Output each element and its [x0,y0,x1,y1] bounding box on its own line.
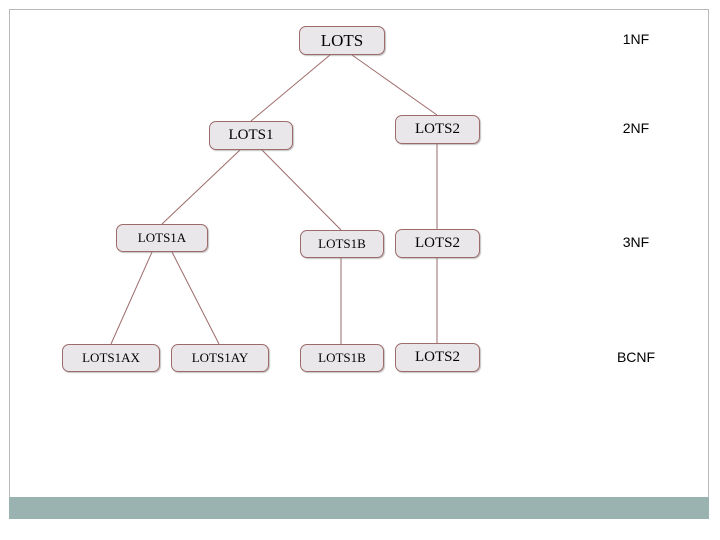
diagram-node-label: LOTS1AY [191,350,249,365]
diagram-node-label: LOTS1B [318,236,366,251]
diagram-node-label: LOTS2 [415,235,460,251]
normal-form-label-nf2: 2NF [622,120,650,136]
diagram-node-label: LOTS [320,30,364,50]
diagram-node-lots2b[interactable]: LOTS2 [395,229,480,258]
diagram-node-lots1b1[interactable]: LOTS1B [300,230,384,258]
normal-form-label-bcnf: BCNF [616,349,656,365]
diagram-node-lots1[interactable]: LOTS1 [209,121,293,150]
diagram-node-lots2a[interactable]: LOTS2 [395,115,480,144]
normal-form-label-nf1: 1NF [622,31,650,47]
diagram-node-lots1a[interactable]: LOTS1A [116,224,208,252]
diagram-node-label: LOTS2 [415,349,460,365]
diagram-node-label: LOTS1AX [82,350,140,365]
normal-form-label-nf3: 3NF [622,234,650,250]
diagram-node-lots1ay[interactable]: LOTS1AY [171,344,269,372]
slide-frame [9,9,709,517]
diagram-node-label: LOTS1A [137,230,187,245]
diagram-node-lots1ax[interactable]: LOTS1AX [62,344,160,372]
diagram-node-label: LOTS1 [228,127,274,143]
bottom-accent-bar [9,497,709,519]
diagram-node-lots2c[interactable]: LOTS2 [395,343,480,372]
diagram-node-label: LOTS2 [415,121,460,137]
diagram-node-lots1b2[interactable]: LOTS1B [300,344,384,372]
diagram-node-label: LOTS1B [318,350,366,365]
diagram-node-lots[interactable]: LOTS [299,26,385,55]
